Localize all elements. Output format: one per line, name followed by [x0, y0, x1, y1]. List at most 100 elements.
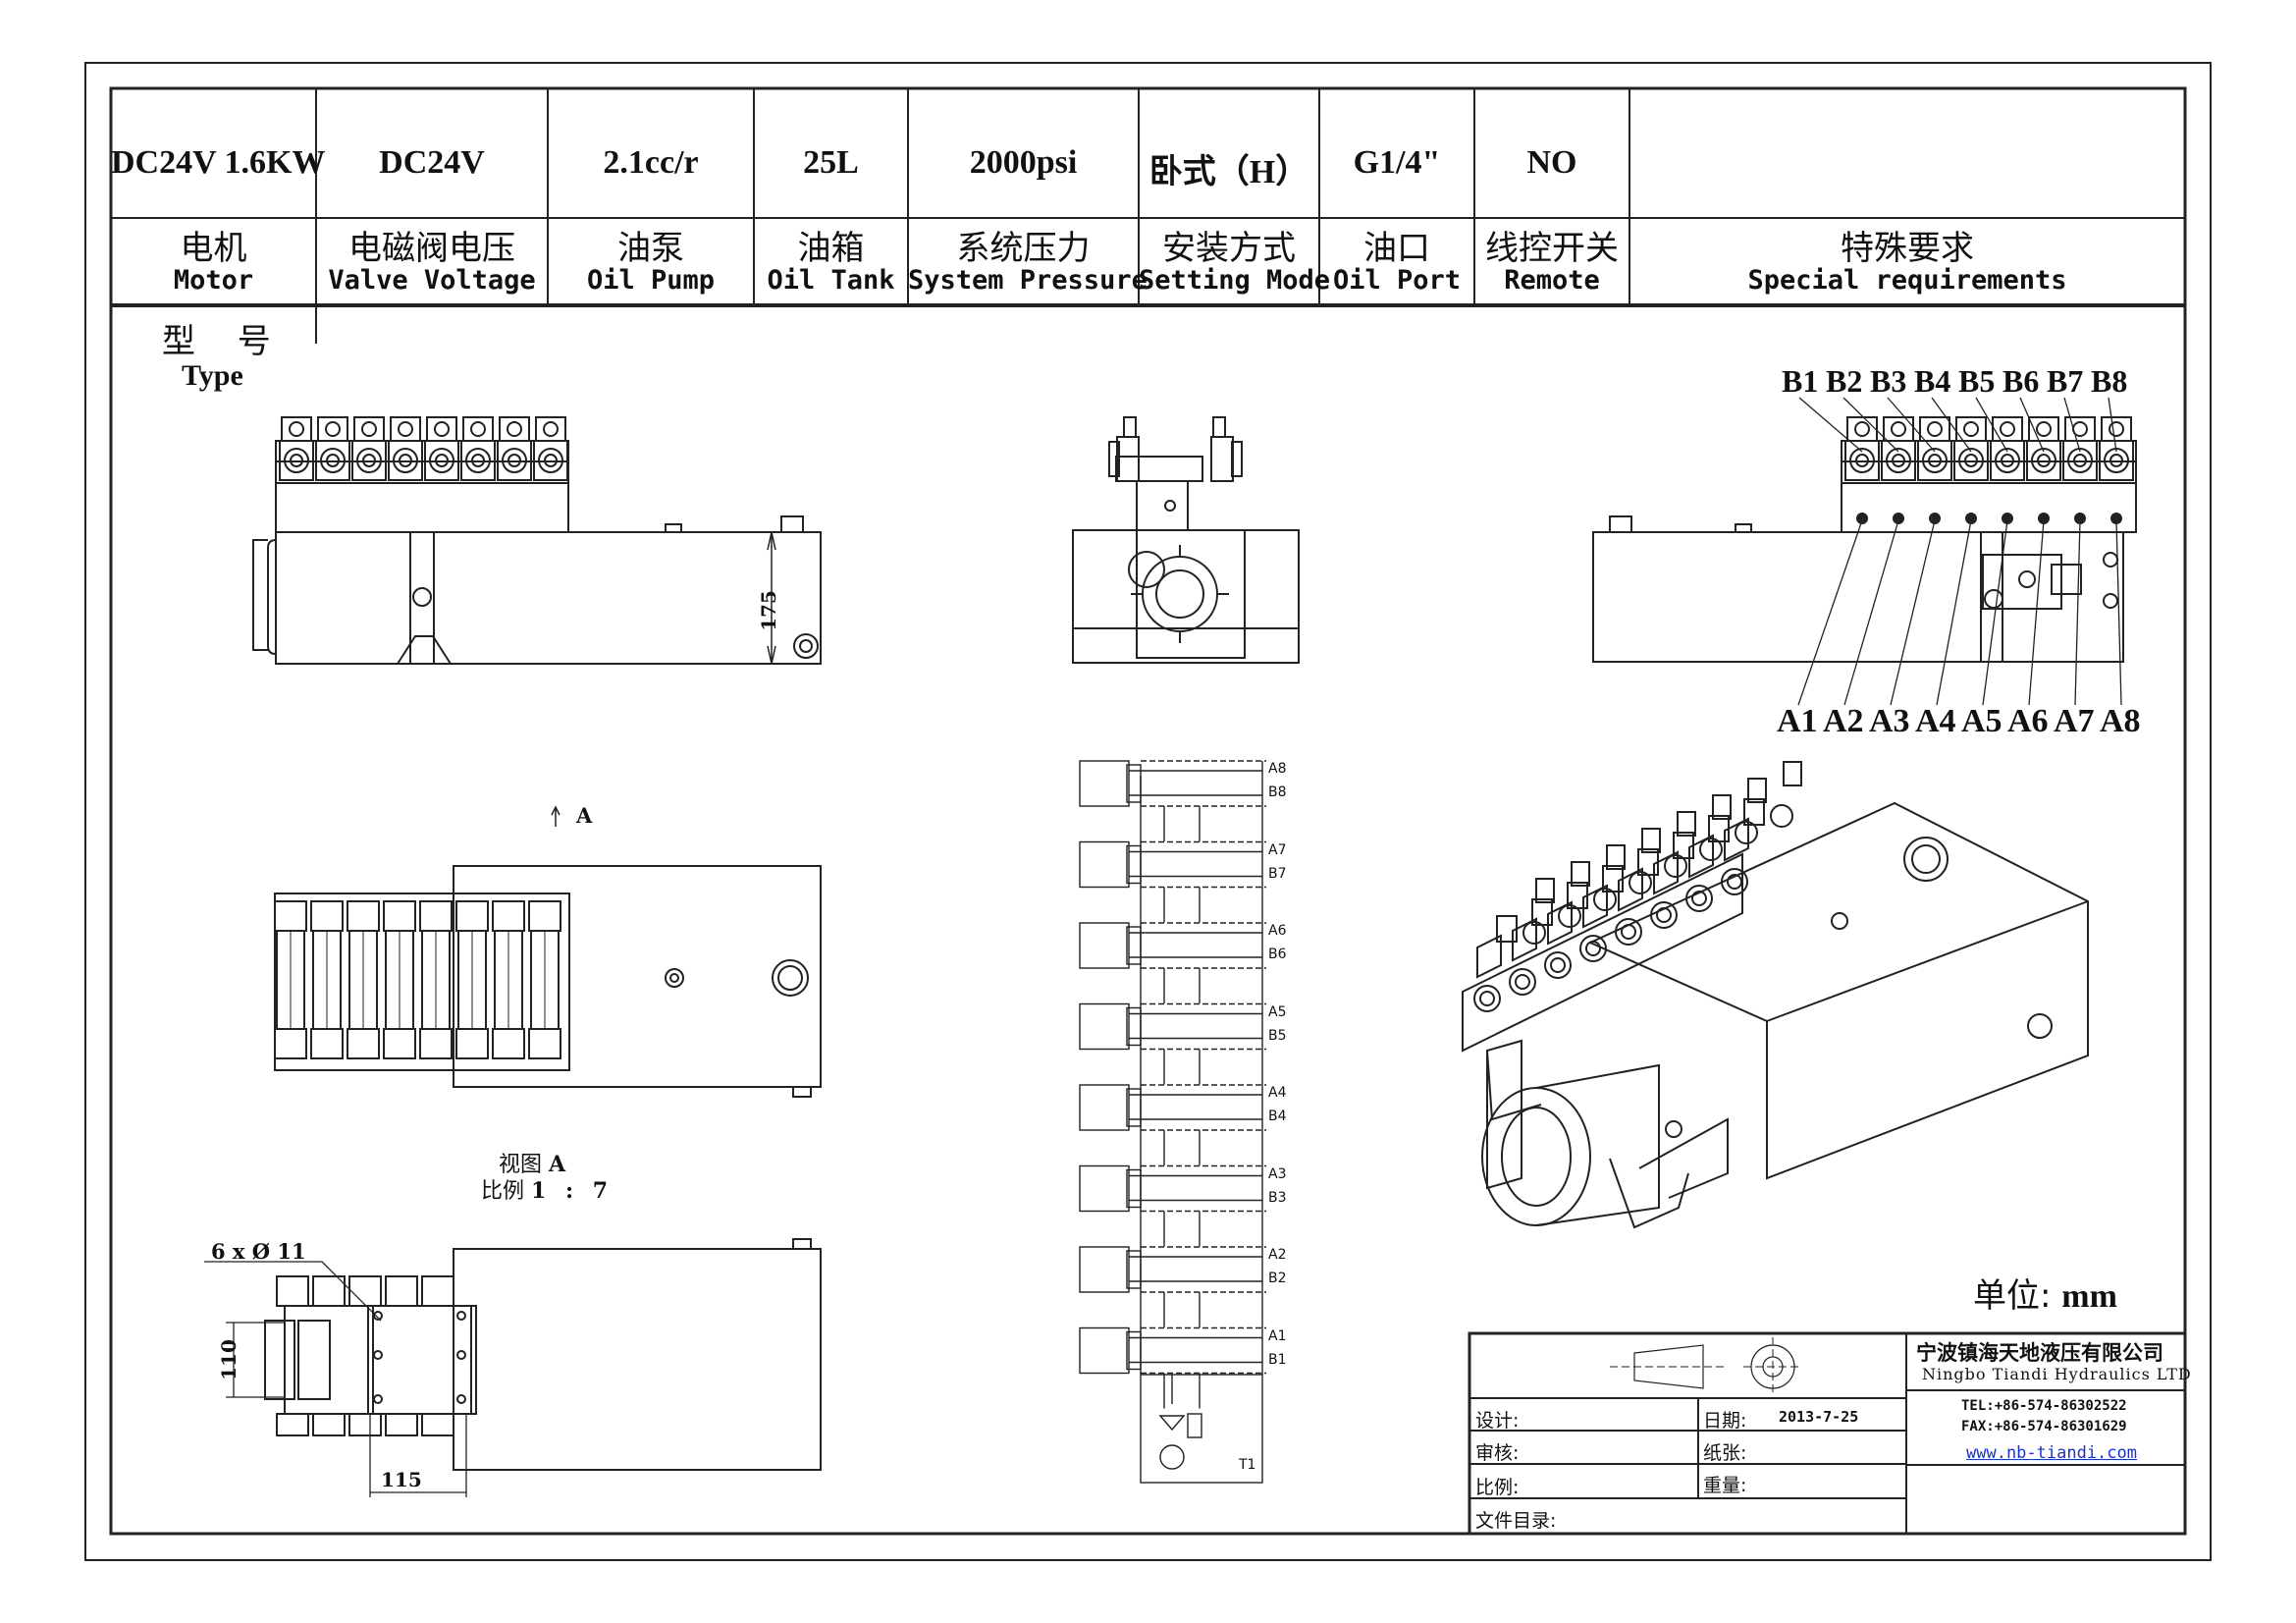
- iso-valve-coil: [1743, 798, 1765, 826]
- iso-valve-knob-inner: [1656, 907, 1672, 923]
- schematic-pilot-line: [1141, 840, 1266, 889]
- view-arrow-label: A: [576, 803, 593, 828]
- view-scale: 比例 1 : 7: [481, 1173, 614, 1205]
- dim-width-110: 110: [216, 1339, 240, 1380]
- spec-label-en-6: Oil Port: [1332, 265, 1462, 296]
- dim-holes: 6 x Ø 11: [211, 1239, 306, 1264]
- iso-valve-coil-back: [1747, 778, 1767, 803]
- port-label-a: A4: [1915, 703, 1956, 739]
- schematic-valve-section: [1079, 1002, 1130, 1051]
- valve-port-circle: [1849, 448, 1875, 473]
- iso-valve-body: [1724, 817, 1749, 862]
- back-port-dot: [1929, 513, 1941, 524]
- spec-label-en-0: Motor: [173, 265, 254, 296]
- weight-label: 重量:: [1703, 1475, 1747, 1496]
- port-label-b: B2: [1826, 363, 1863, 399]
- valve-port-circle: [1995, 448, 2020, 473]
- port-label-b: B6: [2002, 363, 2040, 399]
- type-label-cn: 型 号: [162, 322, 287, 361]
- valve-body: [2062, 440, 2098, 481]
- iso-valve-knob-inner: [1585, 941, 1601, 956]
- schematic-line: [1129, 1174, 1262, 1202]
- valve-body: [1990, 440, 2025, 481]
- valve-coil-knob: [1854, 421, 1870, 437]
- leader-line-b: [2019, 397, 2045, 453]
- valve-port-circle: [1886, 448, 1911, 473]
- valve-port-inner: [2073, 454, 2087, 467]
- view-title-cn: 视图 A: [499, 1147, 565, 1178]
- valve-body: [351, 440, 387, 481]
- schematic-port-a-label: A8: [1268, 761, 1287, 777]
- schematic-port-b-label: B5: [1268, 1027, 1287, 1044]
- valve-coil-knob: [289, 421, 304, 437]
- valve-body: [533, 440, 568, 481]
- valve-body: [1881, 440, 1916, 481]
- port-label-b: B8: [2091, 363, 2128, 399]
- iso-valve-knob-back: [1558, 904, 1581, 928]
- valve-port-inner: [507, 454, 521, 467]
- valve-port-inner: [399, 454, 412, 467]
- front-view: [252, 416, 822, 665]
- leader-line-a: [2115, 519, 2122, 706]
- iso-valve-knob: [1685, 885, 1713, 912]
- valve-body: [497, 440, 532, 481]
- schematic-line: [1129, 1336, 1262, 1364]
- valve-port-circle: [429, 448, 454, 473]
- bottom-valve-coil: [421, 1413, 454, 1436]
- iso-valve-knob-inner: [1515, 974, 1530, 990]
- spec-value-0: DC24V 1.6KW: [111, 144, 326, 181]
- top-valve-coil: [383, 1028, 416, 1059]
- leader-line-a: [1890, 519, 1936, 706]
- view-title-letter: A: [549, 1152, 566, 1177]
- port-label-a: A6: [2007, 703, 2049, 739]
- schematic-port-a-label: A2: [1268, 1247, 1287, 1263]
- iso-valve-knob-inner: [1727, 874, 1742, 890]
- schematic-line: [1129, 850, 1262, 878]
- valve-port-circle: [2067, 448, 2093, 473]
- port-label-b: B4: [1914, 363, 1951, 399]
- top-valve-coil: [383, 900, 416, 932]
- iso-valve-body: [1512, 917, 1537, 962]
- top-valve-coil: [492, 900, 525, 932]
- valve-port-circle: [1922, 448, 1948, 473]
- valve-coil-knob: [2109, 421, 2124, 437]
- valve-port-circle: [320, 448, 346, 473]
- valve-port-circle: [393, 448, 418, 473]
- schematic-port-b-label: B1: [1268, 1351, 1287, 1368]
- spec-label-cn-7: 线控开关: [1485, 229, 1619, 268]
- company-tel: TEL:+86-574-86302522: [1961, 1398, 2127, 1414]
- iso-valve-knob: [1544, 951, 1572, 979]
- valve-coil-knob: [1891, 421, 1906, 437]
- valve-body: [1953, 440, 1989, 481]
- bottom-valve-coil: [421, 1275, 454, 1307]
- hydraulic-schematic: [1079, 760, 1266, 1484]
- spec-label-en-7: Remote: [1504, 265, 1600, 296]
- schematic-port-a-label: A3: [1268, 1165, 1287, 1182]
- spec-value-7: NO: [1526, 144, 1577, 181]
- spec-label-en-2: Oil Pump: [586, 265, 716, 296]
- valve-coil-knob: [361, 421, 377, 437]
- company-website-link[interactable]: www.nb-tiandi.com: [1966, 1443, 2137, 1463]
- leader-line-a: [2074, 519, 2081, 706]
- top-valve-coil: [274, 900, 307, 932]
- schematic-port-b-label: B4: [1268, 1109, 1287, 1124]
- leader-line-a: [1982, 519, 2008, 706]
- valve-port-circle: [356, 448, 382, 473]
- iso-valve-coil-back: [1571, 861, 1590, 887]
- valve-coil-knob: [2036, 421, 2052, 437]
- spec-value-1: DC24V: [379, 144, 485, 181]
- valve-port-inner: [435, 454, 449, 467]
- schematic-pilot-line: [1141, 1246, 1266, 1293]
- schematic-port-b-label: B2: [1268, 1271, 1287, 1286]
- type-label-en: Type: [182, 359, 243, 392]
- spec-label-cn-4: 系统压力: [956, 229, 1091, 268]
- valve-port-inner: [2037, 454, 2051, 467]
- bottom-valve-coil: [385, 1275, 418, 1307]
- schematic-port-b-label: B6: [1268, 947, 1287, 962]
- iso-valve-body: [1653, 850, 1679, 895]
- schematic-port-b-label: B3: [1268, 1189, 1287, 1206]
- valve-coil-knob: [1963, 421, 1979, 437]
- bottom-valve-coil: [276, 1275, 309, 1307]
- mount-hole: [373, 1350, 383, 1360]
- schematic-pilot-line: [1141, 1002, 1266, 1051]
